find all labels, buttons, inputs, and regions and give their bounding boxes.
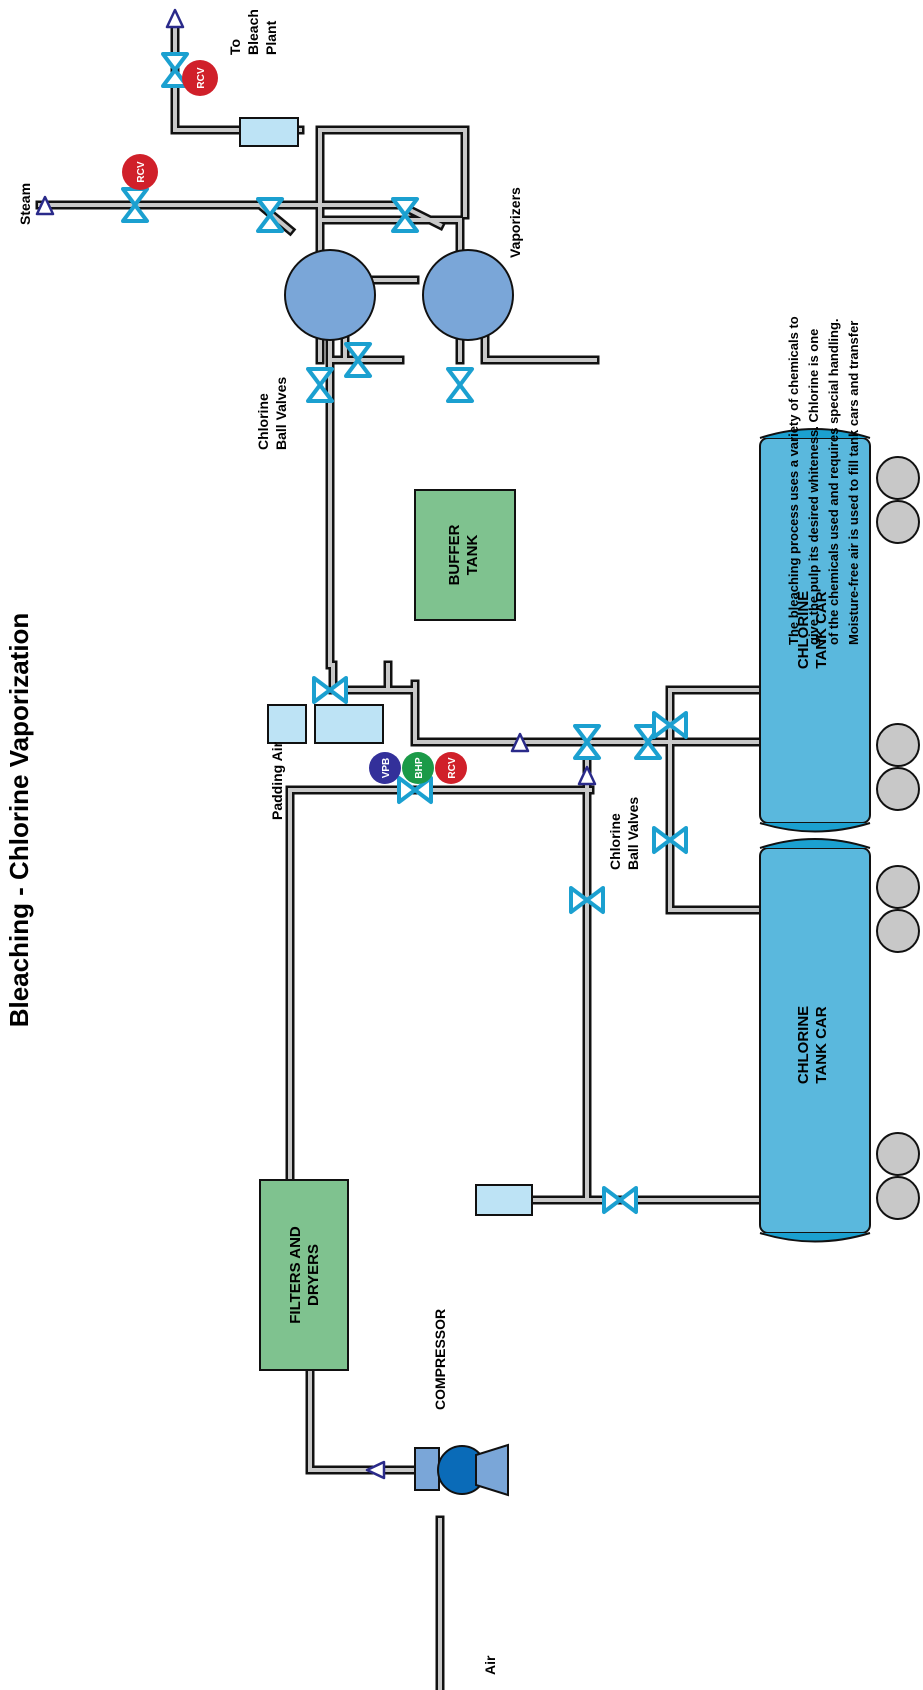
vaporizer-2 <box>422 249 514 341</box>
valves <box>121 52 688 1214</box>
tankcar-2-label-a: CHLORINE <box>795 591 812 669</box>
to-bleach-label-3: Plant <box>263 20 279 55</box>
filters-label-1: FILTERS AND <box>287 1226 304 1324</box>
steam-label: Steam <box>17 183 33 225</box>
ball-valves-top-label-1: Chlorine <box>255 393 271 450</box>
tankcar-2-label-b: TANK CAR <box>813 591 830 668</box>
tank-car-1: CHLORINE TANK CAR <box>759 838 871 1243</box>
tankcar-1-label-a: CHLORINE <box>795 1006 812 1084</box>
tank-car-2: CHLORINE TANK CAR <box>759 428 871 833</box>
compressor <box>414 1443 509 1497</box>
buffer-tank: BUFFER TANK <box>414 489 516 621</box>
badge-rcv-2: RCV <box>136 161 147 182</box>
vaporizer-1 <box>284 249 376 341</box>
description-line-4: Moisture-free air is used to fill tank c… <box>846 321 861 645</box>
buffer-label-2: TANK <box>464 535 481 576</box>
vaporizers-label: Vaporizers <box>507 187 523 258</box>
badge-rcv-3: RCV <box>196 67 207 88</box>
compressor-label: COMPRESSOR <box>432 1309 448 1410</box>
description-paragraph: The bleaching process uses a variety of … <box>786 316 861 645</box>
padding-air-label: Padding Air <box>269 741 285 820</box>
to-bleach-label-2: Bleach <box>245 9 261 55</box>
ball-valves-mid-label-2: Ball Valves <box>625 797 641 870</box>
badge-rcv-1: RCV <box>447 757 458 778</box>
tank-car-wheels <box>876 456 920 1220</box>
badges: VPB BHP RCV RCV RCV <box>122 60 467 784</box>
description-line-3: of the chemicals used and requires speci… <box>826 318 841 645</box>
gauges <box>239 117 533 1216</box>
air-label: Air <box>482 1655 498 1675</box>
description-line-2: give the pulp its desired whiteness. Chl… <box>806 329 821 645</box>
description-line-1: The bleaching process uses a variety of … <box>786 316 801 645</box>
pipe-network <box>35 25 765 1690</box>
tankcar-1-label-b: TANK CAR <box>813 1006 830 1083</box>
badge-bhp: BHP <box>414 757 425 778</box>
badge-vpb: VPB <box>381 758 392 779</box>
diagram-title: Bleaching - Chlorine Vaporization <box>4 613 34 1028</box>
buffer-label-1: BUFFER <box>446 524 463 585</box>
ball-valves-mid-label-1: Chlorine <box>607 813 623 870</box>
ball-valves-top-label-2: Ball Valves <box>273 377 289 450</box>
filters-label-2: DRYERS <box>305 1244 322 1306</box>
filters-and-dryers: FILTERS AND DRYERS <box>259 1179 349 1371</box>
to-bleach-label-1: To <box>227 39 243 55</box>
